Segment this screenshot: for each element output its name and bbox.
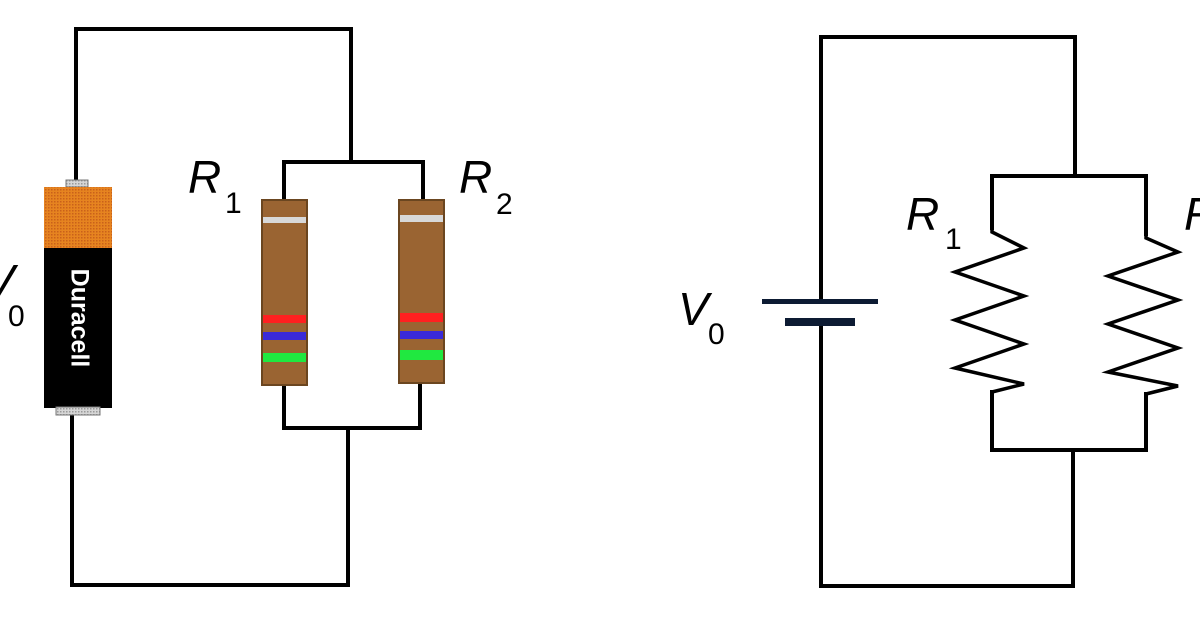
battery-voltage-symbol: V [0, 255, 19, 307]
battery-bottom-terminal [55, 406, 101, 416]
resistor-1-band [263, 217, 306, 223]
resistor-2-symbol: R [459, 151, 492, 203]
schematic-wire-bottom [819, 320, 1075, 588]
resistor-2 [398, 199, 445, 384]
resistor-1-band [263, 315, 306, 323]
resistor-1 [261, 199, 308, 386]
resistor-1-symbol: R [188, 151, 221, 203]
dc-source-symbol [762, 299, 878, 326]
battery-voltage-label: V 0 [0, 255, 25, 333]
resistor-1-band [263, 332, 306, 340]
battery: Duracell [44, 179, 112, 416]
schematic-wires [819, 35, 1148, 588]
resistor-2-band [400, 215, 443, 222]
dc-source-symbol-text: V [678, 283, 713, 335]
schematic-resistor-2-symbol: R [1184, 188, 1200, 240]
schematic-resistor-2 [1101, 234, 1184, 396]
resistor-2-label: R 2 [459, 151, 513, 221]
battery-top-terminal [65, 179, 89, 188]
resistor-2-band [400, 313, 443, 322]
wire-top [74, 27, 353, 184]
battery-cap [44, 187, 112, 249]
dc-source-subscript: 0 [708, 318, 725, 351]
battery-voltage-subscript: 0 [8, 300, 25, 333]
schematic-resistor-1-symbol: R [906, 188, 939, 240]
schematic-resistor-1-label: R 1 [906, 188, 962, 256]
schematic-circuit: V 0 R 1 R 2 [678, 35, 1200, 588]
schematic-wire-top-bus [990, 174, 1148, 236]
schematic-resistor-2-label: R 2 [1184, 188, 1200, 240]
resistor-2-band [400, 331, 443, 339]
dc-source-long-plate [762, 299, 878, 304]
resistor-2-subscript: 2 [496, 188, 513, 221]
wire-bottom [70, 410, 350, 587]
wire-top-bus [282, 160, 425, 202]
resistor-1-band [263, 353, 306, 362]
resistor-2-band [400, 350, 443, 360]
schematic-resistor-1 [948, 228, 1030, 394]
pictorial-wires [70, 27, 425, 587]
resistor-1-label: R 1 [188, 151, 242, 220]
schematic-resistor-1-subscript: 1 [945, 223, 962, 256]
wire-bottom-bus [282, 382, 422, 430]
dc-source-label: V 0 [678, 283, 725, 351]
battery-brand-label: Duracell [65, 269, 93, 368]
schematic-wire-bottom-bus [990, 390, 1148, 452]
dc-source-short-plate [785, 318, 855, 326]
resistor-1-subscript: 1 [225, 187, 242, 220]
pictorial-circuit: Duracell V 0 R 1 R 2 [0, 27, 513, 587]
schematic-wire-top [819, 35, 1077, 302]
battery-body [44, 248, 112, 408]
